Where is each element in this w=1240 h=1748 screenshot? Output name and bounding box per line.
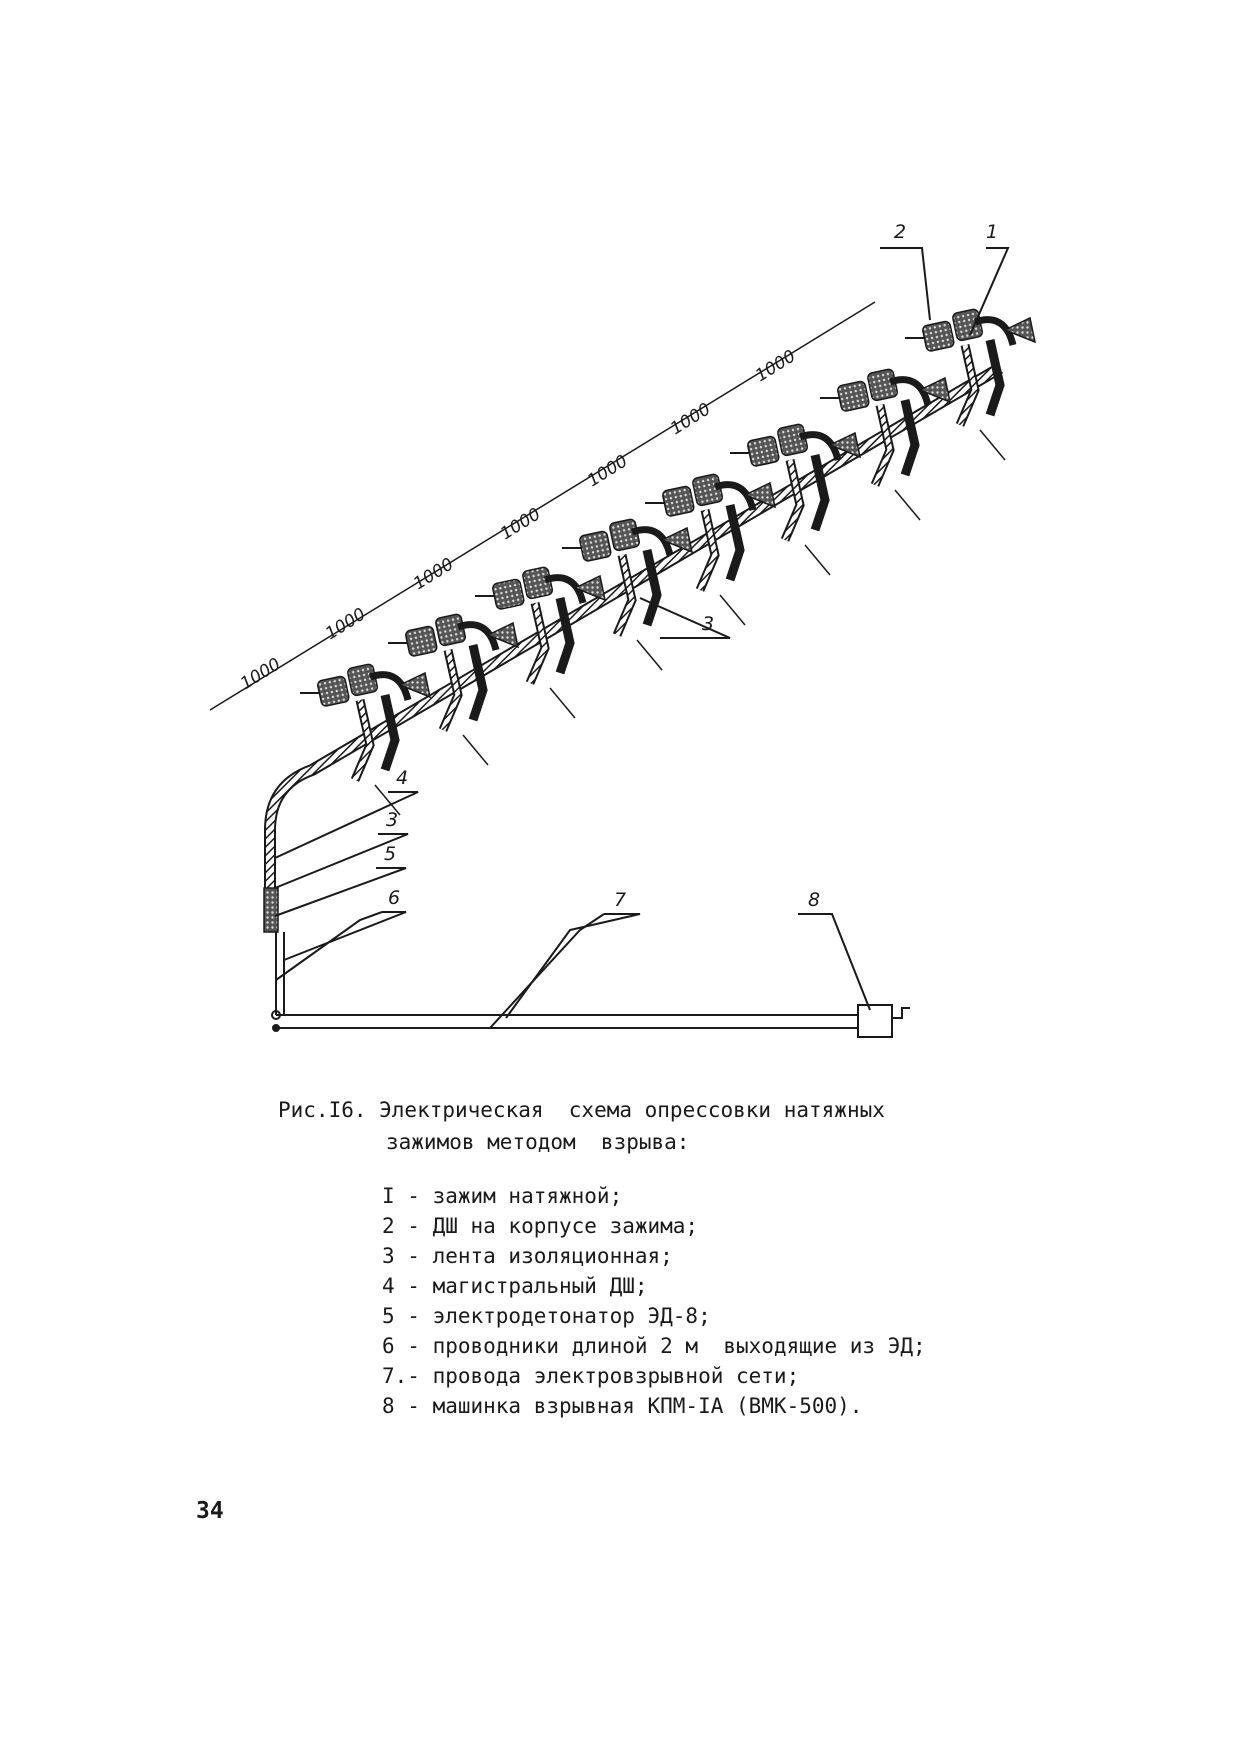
clamp-cord — [456, 621, 500, 651]
callout-5: 5 — [384, 843, 396, 865]
callout-8: 8 — [808, 889, 820, 911]
tension-clamp-assembly — [388, 613, 520, 766]
dimension-label: 1000 — [667, 399, 714, 439]
clamp-cord — [888, 376, 932, 406]
tension-clamp-assembly — [300, 663, 432, 816]
callout-leaders — [274, 247, 1010, 1029]
blasting-machine — [857, 1004, 893, 1038]
figure-caption-title-continued: зажимов методом взрыва: — [386, 1130, 690, 1154]
cord-tick — [549, 687, 576, 719]
cord-tick — [636, 639, 663, 671]
callout-7: 7 — [614, 889, 626, 911]
branch-cord-tape — [352, 699, 373, 781]
clamp-cord — [543, 574, 587, 604]
electric-detonator — [263, 887, 279, 933]
callout-1: 1 — [986, 221, 998, 243]
cord-tick — [462, 734, 489, 766]
dimension-label: 1000 — [752, 346, 799, 386]
wire-junction — [271, 1010, 281, 1020]
legend-item: 4 - магистральный ДШ; — [382, 1274, 648, 1298]
clamp-tip — [486, 621, 520, 649]
dimension-label: 1000 — [497, 504, 544, 544]
clamp-cord — [713, 481, 757, 511]
clamp-body — [492, 578, 525, 610]
blast-circuit-diagram: 1000 1000 1000 1000 1000 1000 1000 1 2 3 4 3 5… — [209, 221, 1037, 1038]
legend-item: 5 - электродетонатор ЭД-8; — [382, 1304, 711, 1328]
clamp-tip — [918, 376, 952, 404]
branch-cord — [380, 694, 400, 772]
branch-cord — [810, 454, 830, 532]
clamp-body — [609, 518, 641, 552]
branch-cord-tape — [957, 344, 978, 426]
dimension-label: 1000 — [410, 554, 457, 594]
tension-clamp-assembly — [905, 308, 1037, 461]
cord-tick — [719, 594, 746, 626]
branch-cord — [642, 549, 662, 627]
clamp-tip — [660, 526, 694, 554]
clamp-body — [662, 485, 695, 517]
clamp-body — [522, 566, 554, 600]
clamp-tip — [1003, 316, 1037, 344]
clamp-cord — [368, 671, 412, 701]
clamp-tip — [743, 481, 777, 509]
callout-2: 2 — [894, 221, 906, 243]
clamp-body — [747, 435, 780, 467]
tension-clamp-assembly — [645, 473, 777, 626]
cord-tick — [894, 489, 921, 521]
clamp-body — [837, 380, 870, 412]
callout-4: 4 — [396, 767, 408, 789]
legend-item: 2 - ДШ на корпусе зажима; — [382, 1214, 699, 1238]
branch-cord-tape — [697, 509, 718, 591]
cord-tick — [374, 784, 401, 816]
branch-cord — [725, 504, 745, 582]
clamp-body — [405, 625, 438, 657]
clamp-tip — [398, 671, 432, 699]
tension-clamp-assembly — [820, 368, 952, 521]
callout-3-tape: 3 — [702, 613, 714, 635]
dimension-label: 1000 — [322, 604, 369, 644]
tension-clamp-assembly — [475, 566, 607, 719]
wire-junction — [272, 1024, 280, 1032]
callout-3: 3 — [386, 809, 398, 831]
clamp-body — [777, 423, 809, 457]
clamp-cord — [630, 526, 674, 556]
dimension-label: 1000 — [584, 451, 631, 491]
tension-clamp-assembly — [562, 518, 694, 671]
branch-cord — [555, 597, 575, 675]
branch-cord-tape — [440, 649, 461, 731]
branch-cord — [468, 644, 488, 722]
branch-cord-tape — [872, 404, 893, 486]
cord-tick — [979, 429, 1006, 461]
cord-tick — [804, 544, 831, 576]
legend-item: 6 - проводники длиной 2 м выходящие из Э… — [382, 1334, 926, 1358]
branch-cord-tape — [782, 459, 803, 541]
clamp-cord — [798, 431, 842, 461]
insulating-tape — [266, 364, 1003, 930]
clamp-body — [347, 663, 379, 697]
figure-caption-title: Рис.I6. Электрическая схема опрессовки н… — [278, 1098, 885, 1122]
clamp-body — [692, 473, 724, 507]
clamp-body — [922, 320, 955, 352]
clamp-tip — [828, 431, 862, 459]
clamp-body — [435, 613, 467, 647]
clamp-body — [579, 530, 612, 562]
branch-cord — [900, 399, 920, 477]
clamp-body — [317, 675, 350, 707]
clamp-tip — [573, 574, 607, 602]
dimension-line — [209, 301, 876, 711]
branch-cord-tape — [527, 602, 548, 684]
clamp-body — [867, 368, 899, 402]
blasting-machine-handle — [892, 1007, 910, 1019]
tension-clamp-assembly — [730, 423, 862, 576]
legend-item: 7.- провода электровзрывной сети; — [382, 1364, 800, 1388]
callout-6: 6 — [388, 887, 400, 909]
legend-item: 3 - лента изоляционная; — [382, 1244, 673, 1268]
clamp-cord — [973, 316, 1017, 346]
branch-cord-tape — [614, 554, 635, 636]
page-number: 34 — [196, 1498, 224, 1524]
legend-item: I - зажим натяжной; — [382, 1184, 623, 1208]
legend-item: 8 - машинка взрывная КПМ-IA (ВМК-500). — [382, 1394, 863, 1418]
branch-cord — [985, 339, 1005, 417]
dimension-label: 1000 — [237, 654, 284, 694]
